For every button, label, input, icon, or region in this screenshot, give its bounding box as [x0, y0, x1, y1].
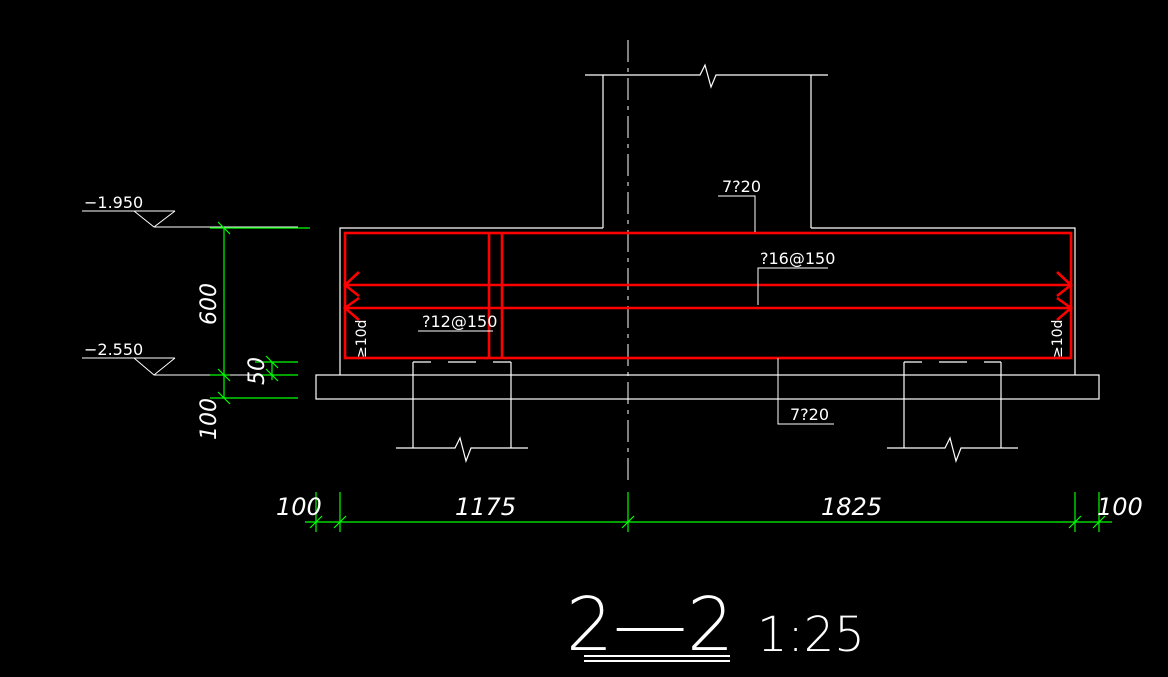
footing-outline [315, 227, 1100, 400]
vertical-dimensions [210, 221, 310, 405]
dim-1825: 1825 [821, 493, 882, 521]
elevation-marker-top [82, 210, 298, 228]
section-scale: 1:25 [757, 607, 865, 663]
dim-cover-50: 50 [245, 357, 270, 385]
pile-left [396, 361, 528, 463]
dim-1175: 1175 [455, 493, 516, 521]
column-outline [585, 63, 828, 228]
section-title: 2—2 [566, 582, 734, 668]
label-bottom-distribution-rebar: ?12@150 [422, 312, 497, 331]
dim-right-100: 100 [1097, 493, 1143, 521]
label-bottom-main-rebar: 7?20 [790, 405, 829, 424]
label-anchor-right: ≥10d [1050, 320, 1066, 358]
title-underline [584, 655, 730, 662]
dim-height-600: 600 [197, 283, 222, 325]
label-column-main-rebar: 7?20 [722, 177, 761, 196]
pile-right [887, 361, 1018, 463]
label-top-distribution-rebar: ?16@150 [760, 249, 835, 268]
elevation-top-label: −1.950 [84, 193, 143, 212]
rebar-cage [342, 231, 1074, 360]
leader-lines [418, 195, 834, 425]
label-anchor-left: ≥10d [354, 320, 370, 358]
elevation-bottom-label: −2.550 [84, 340, 143, 359]
dim-left-100: 100 [276, 493, 322, 521]
dim-pad-100: 100 [197, 398, 222, 440]
horizontal-dimensions [305, 492, 1112, 532]
